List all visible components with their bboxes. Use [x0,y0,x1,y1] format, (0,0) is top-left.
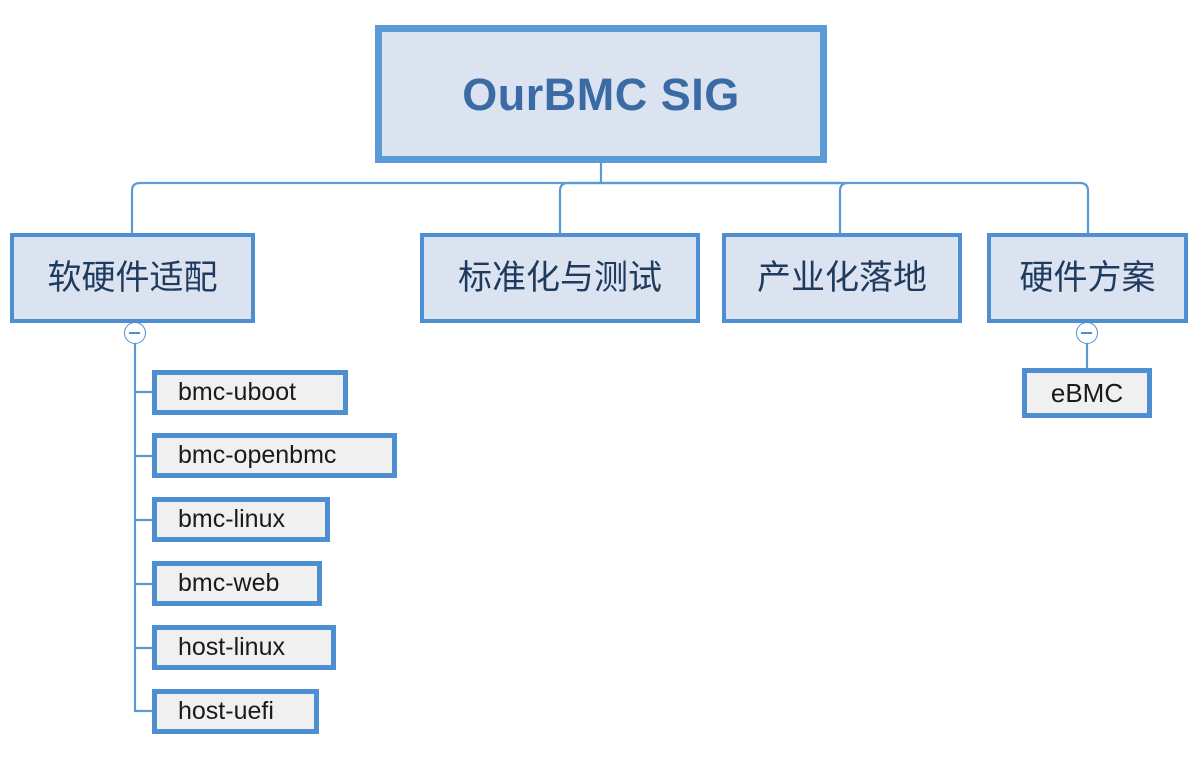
node-leaf-host-uefi[interactable]: host-uefi [152,689,319,734]
node-leaf-bmc-linux[interactable]: bmc-linux [152,497,330,542]
node-leaf-host-linux[interactable]: host-linux [152,625,336,670]
node-branch-hw-sw-adaptation[interactable]: 软硬件适配 [10,233,255,323]
node-leaf-label: host-uefi [178,697,274,725]
collapse-minus-icon-branch4[interactable] [1076,322,1098,344]
node-branch-label: 硬件方案 [1019,259,1156,297]
node-leaf-bmc-openbmc[interactable]: bmc-openbmc [152,433,397,478]
node-leaf-bmc-web[interactable]: bmc-web [152,561,322,606]
node-branch-label: 标准化与测试 [458,259,662,297]
node-leaf-label: eBMC [1050,378,1124,408]
node-leaf-label: bmc-uboot [178,378,297,406]
node-leaf-ebmc[interactable]: eBMC [1022,368,1152,418]
node-leaf-label: bmc-linux [178,505,285,533]
node-root-label: OurBMC SIG [462,68,740,120]
node-leaf-label: bmc-web [178,569,280,597]
node-branch-hardware-solution[interactable]: 硬件方案 [987,233,1188,323]
connector-bar-outer [130,181,1090,233]
node-root[interactable]: OurBMC SIG [375,25,827,163]
connector-branch1-spine [133,344,152,713]
node-leaf-label: host-linux [178,633,285,661]
connector-bar-inner-left [558,181,840,233]
node-leaf-label: bmc-openbmc [178,441,337,469]
collapse-minus-icon-branch1[interactable] [124,322,146,344]
node-branch-standardization-test[interactable]: 标准化与测试 [420,233,700,323]
connector-bar-inner-right [838,181,849,233]
node-branch-label: 产业化落地 [757,259,927,297]
node-leaf-bmc-uboot[interactable]: bmc-uboot [152,370,348,415]
node-branch-industrialization[interactable]: 产业化落地 [722,233,962,323]
node-branch-label: 软硬件适配 [47,259,218,297]
